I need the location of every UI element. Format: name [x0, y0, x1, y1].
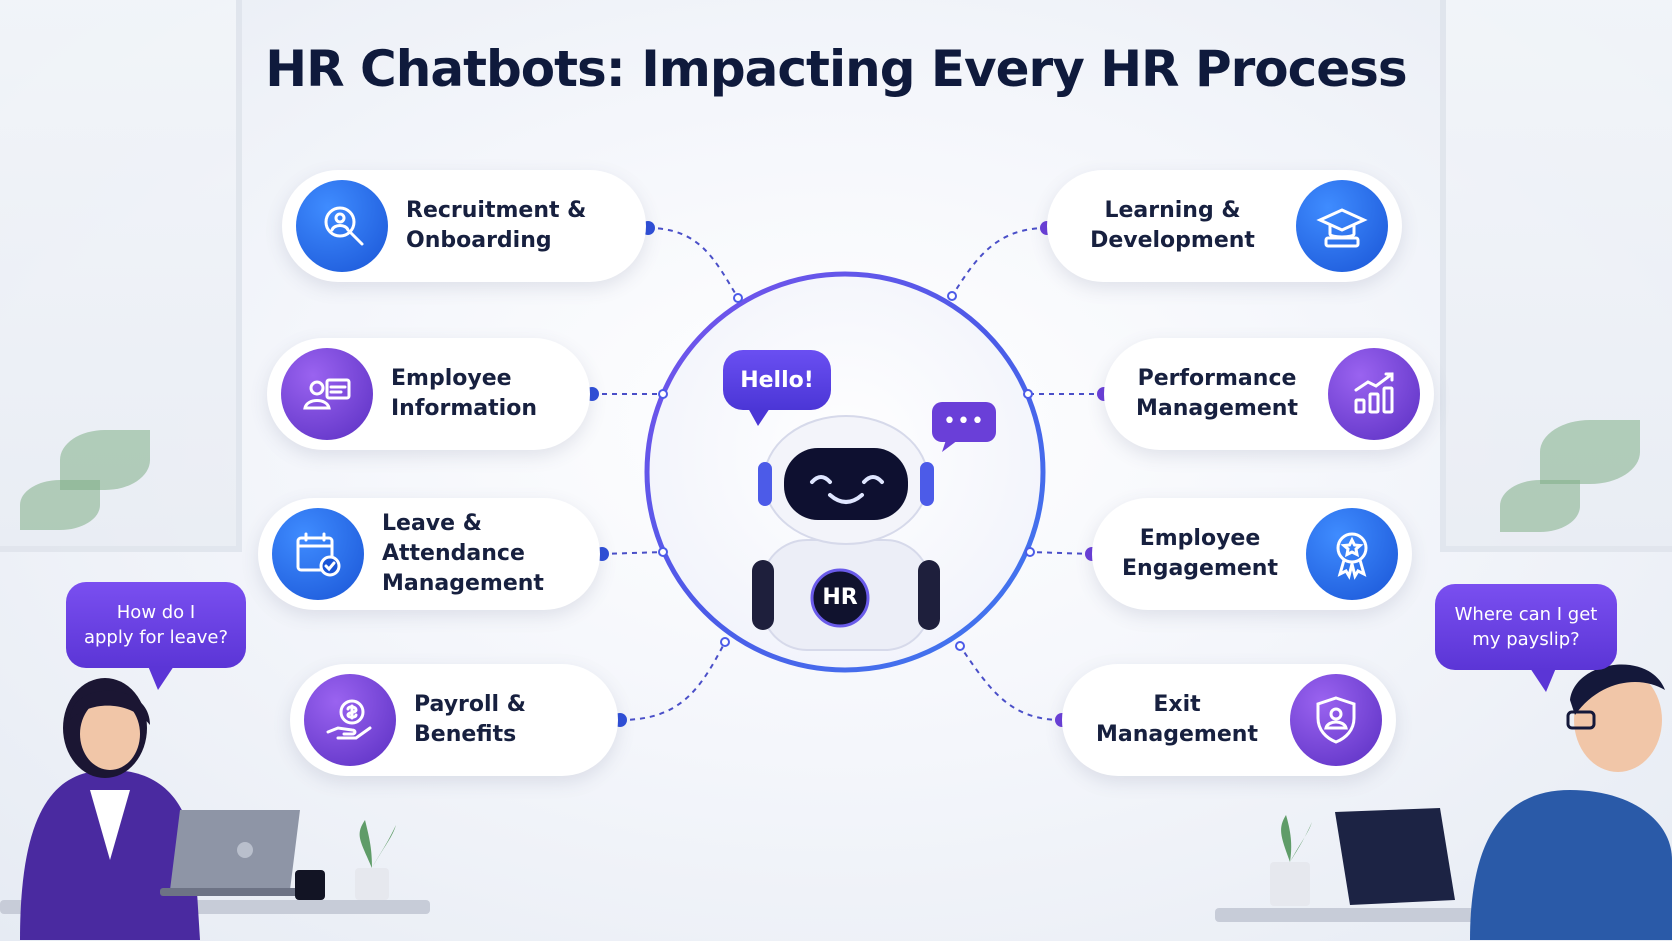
- connector-learning: [951, 227, 1048, 297]
- left-bubble-tail: [148, 666, 174, 690]
- robot-mascot: [752, 415, 940, 651]
- connector-engagement: [1029, 551, 1093, 555]
- connector-leave: [601, 551, 664, 555]
- right-person-speech-bubble: Where can I get my payslip?: [1435, 584, 1617, 670]
- left-person-illustration: [0, 678, 430, 940]
- connector-exit: [959, 645, 1063, 721]
- robot-hr-badge-circle: [810, 568, 870, 628]
- card-label: Recruitment &Onboarding: [406, 198, 587, 253]
- recruitment-search-icon: [296, 180, 388, 272]
- connector-recruitment: [647, 227, 739, 299]
- card-label: Payroll &Benefits: [414, 692, 526, 747]
- typing-bubble: [932, 402, 996, 442]
- calendar-check-icon: [272, 508, 364, 600]
- bar-chart-growth-icon: [1328, 348, 1420, 440]
- card-payroll-benefits: Payroll &Benefits: [290, 664, 618, 776]
- graduation-cap-icon: [1296, 180, 1388, 272]
- hello-speech-bubble: Hello!: [723, 350, 831, 410]
- robot-hr-badge: HR: [822, 585, 858, 610]
- card-learning-development: Learning &Development: [1047, 170, 1402, 282]
- employee-info-icon: [281, 348, 373, 440]
- right-bubble-tail: [1530, 668, 1556, 692]
- award-badge-icon: [1306, 508, 1398, 600]
- background-plant-right-2: [1500, 480, 1580, 532]
- background-plant-left-2: [20, 480, 100, 530]
- payroll-hand-icon: [304, 674, 396, 766]
- left-person-speech-bubble: How do I apply for leave?: [66, 582, 246, 668]
- right-person-illustration: [1215, 664, 1672, 940]
- card-label: Learning &Development: [1090, 198, 1255, 253]
- card-recruitment-onboarding: Recruitment &Onboarding: [282, 170, 646, 282]
- connector-payroll: [619, 641, 726, 721]
- typing-indicator: •••: [943, 409, 985, 434]
- page-title: HR Chatbots: Impacting Every HR Process: [265, 40, 1407, 98]
- robot-face-screen: [784, 448, 908, 520]
- shield-user-icon: [1290, 674, 1382, 766]
- hello-text: Hello!: [740, 367, 814, 393]
- background-plant-right: [1540, 420, 1640, 484]
